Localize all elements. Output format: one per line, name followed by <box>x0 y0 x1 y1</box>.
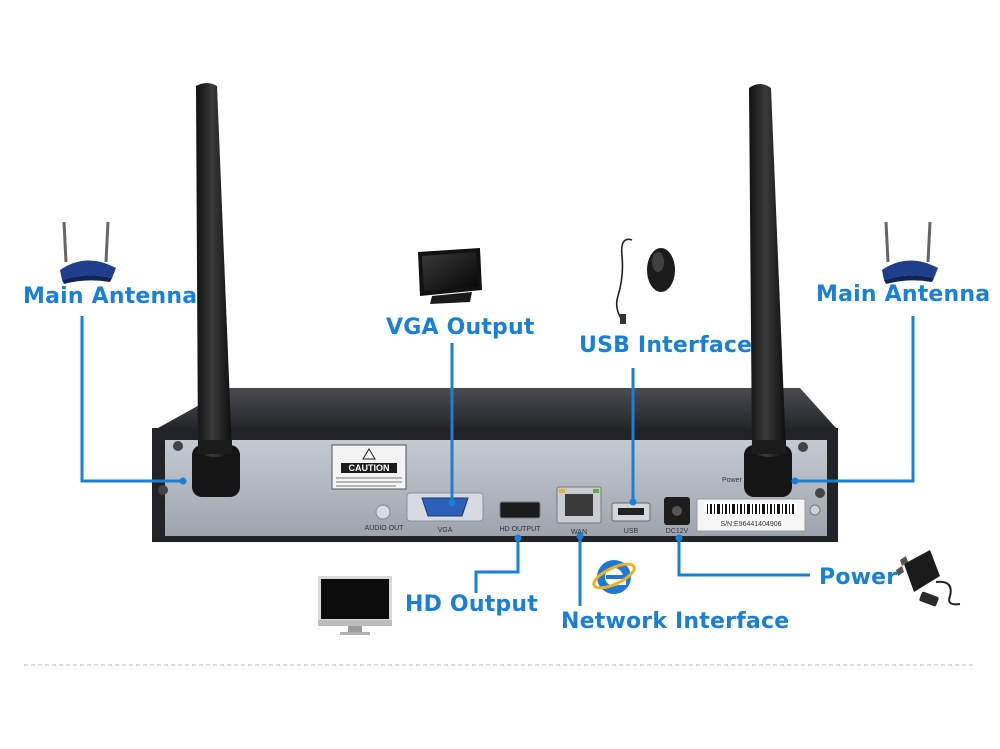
callout-line-antenna-left <box>80 316 183 483</box>
network-interface-label: Network Interface <box>561 609 790 634</box>
nvr-device: CAUTION AUDIO OUT VGA HD OUTPUT WAN USB <box>152 388 838 542</box>
main-antenna-left-label: Main Antenna <box>23 284 198 309</box>
device-power-label: Power <box>722 477 743 484</box>
router-icon <box>60 221 116 284</box>
hd-output-port <box>499 501 541 519</box>
callout-dot <box>791 477 799 485</box>
callout-line-hd <box>474 538 520 593</box>
router-icon <box>882 221 938 284</box>
antenna-base-right <box>744 445 792 497</box>
callout-dot <box>629 498 637 506</box>
serial-number: S/N:E96441404906 <box>720 521 781 528</box>
callout-dot <box>675 534 683 542</box>
monitor-icon <box>318 576 392 635</box>
wan-label: WAN <box>571 529 587 536</box>
power-adapter-icon <box>896 550 961 607</box>
audio-out-port <box>375 504 391 520</box>
callout-dot <box>576 532 584 540</box>
screw <box>173 441 183 451</box>
antenna-right <box>749 84 786 457</box>
vga-output-label: VGA Output <box>386 315 535 340</box>
callout-dot <box>514 534 522 542</box>
callout-dot <box>179 477 187 485</box>
ground-terminal <box>809 504 821 516</box>
callout-lines <box>80 316 915 606</box>
tv-icon <box>418 248 482 304</box>
vga-label: VGA <box>438 527 453 534</box>
barcode <box>707 504 794 514</box>
browser-icon <box>592 560 636 594</box>
callout-line-antenna-right <box>795 316 915 483</box>
callout-dot <box>448 499 456 507</box>
screw <box>798 442 808 452</box>
hd-output-port-label: HD OUTPUT <box>500 526 542 533</box>
main-antenna-right-label: Main Antenna <box>816 282 991 307</box>
caution-text: CAUTION <box>349 463 390 473</box>
device-top <box>158 388 836 428</box>
power-label: Power <box>819 565 898 590</box>
screw <box>815 488 825 498</box>
usb-interface-label: USB Interface <box>579 333 753 358</box>
dc12v-label: DC12V <box>666 528 689 535</box>
antenna-base-left <box>192 445 240 497</box>
audio-out-label: AUDIO OUT <box>365 525 405 532</box>
screw <box>158 485 168 495</box>
vga-port <box>421 497 469 517</box>
usb-label: USB <box>624 528 639 535</box>
antenna-left <box>196 83 232 457</box>
mouse-icon <box>615 238 675 324</box>
callout-line-power <box>677 538 810 577</box>
caution-triangle-icon <box>362 448 376 460</box>
hd-output-label: HD Output <box>405 592 538 617</box>
